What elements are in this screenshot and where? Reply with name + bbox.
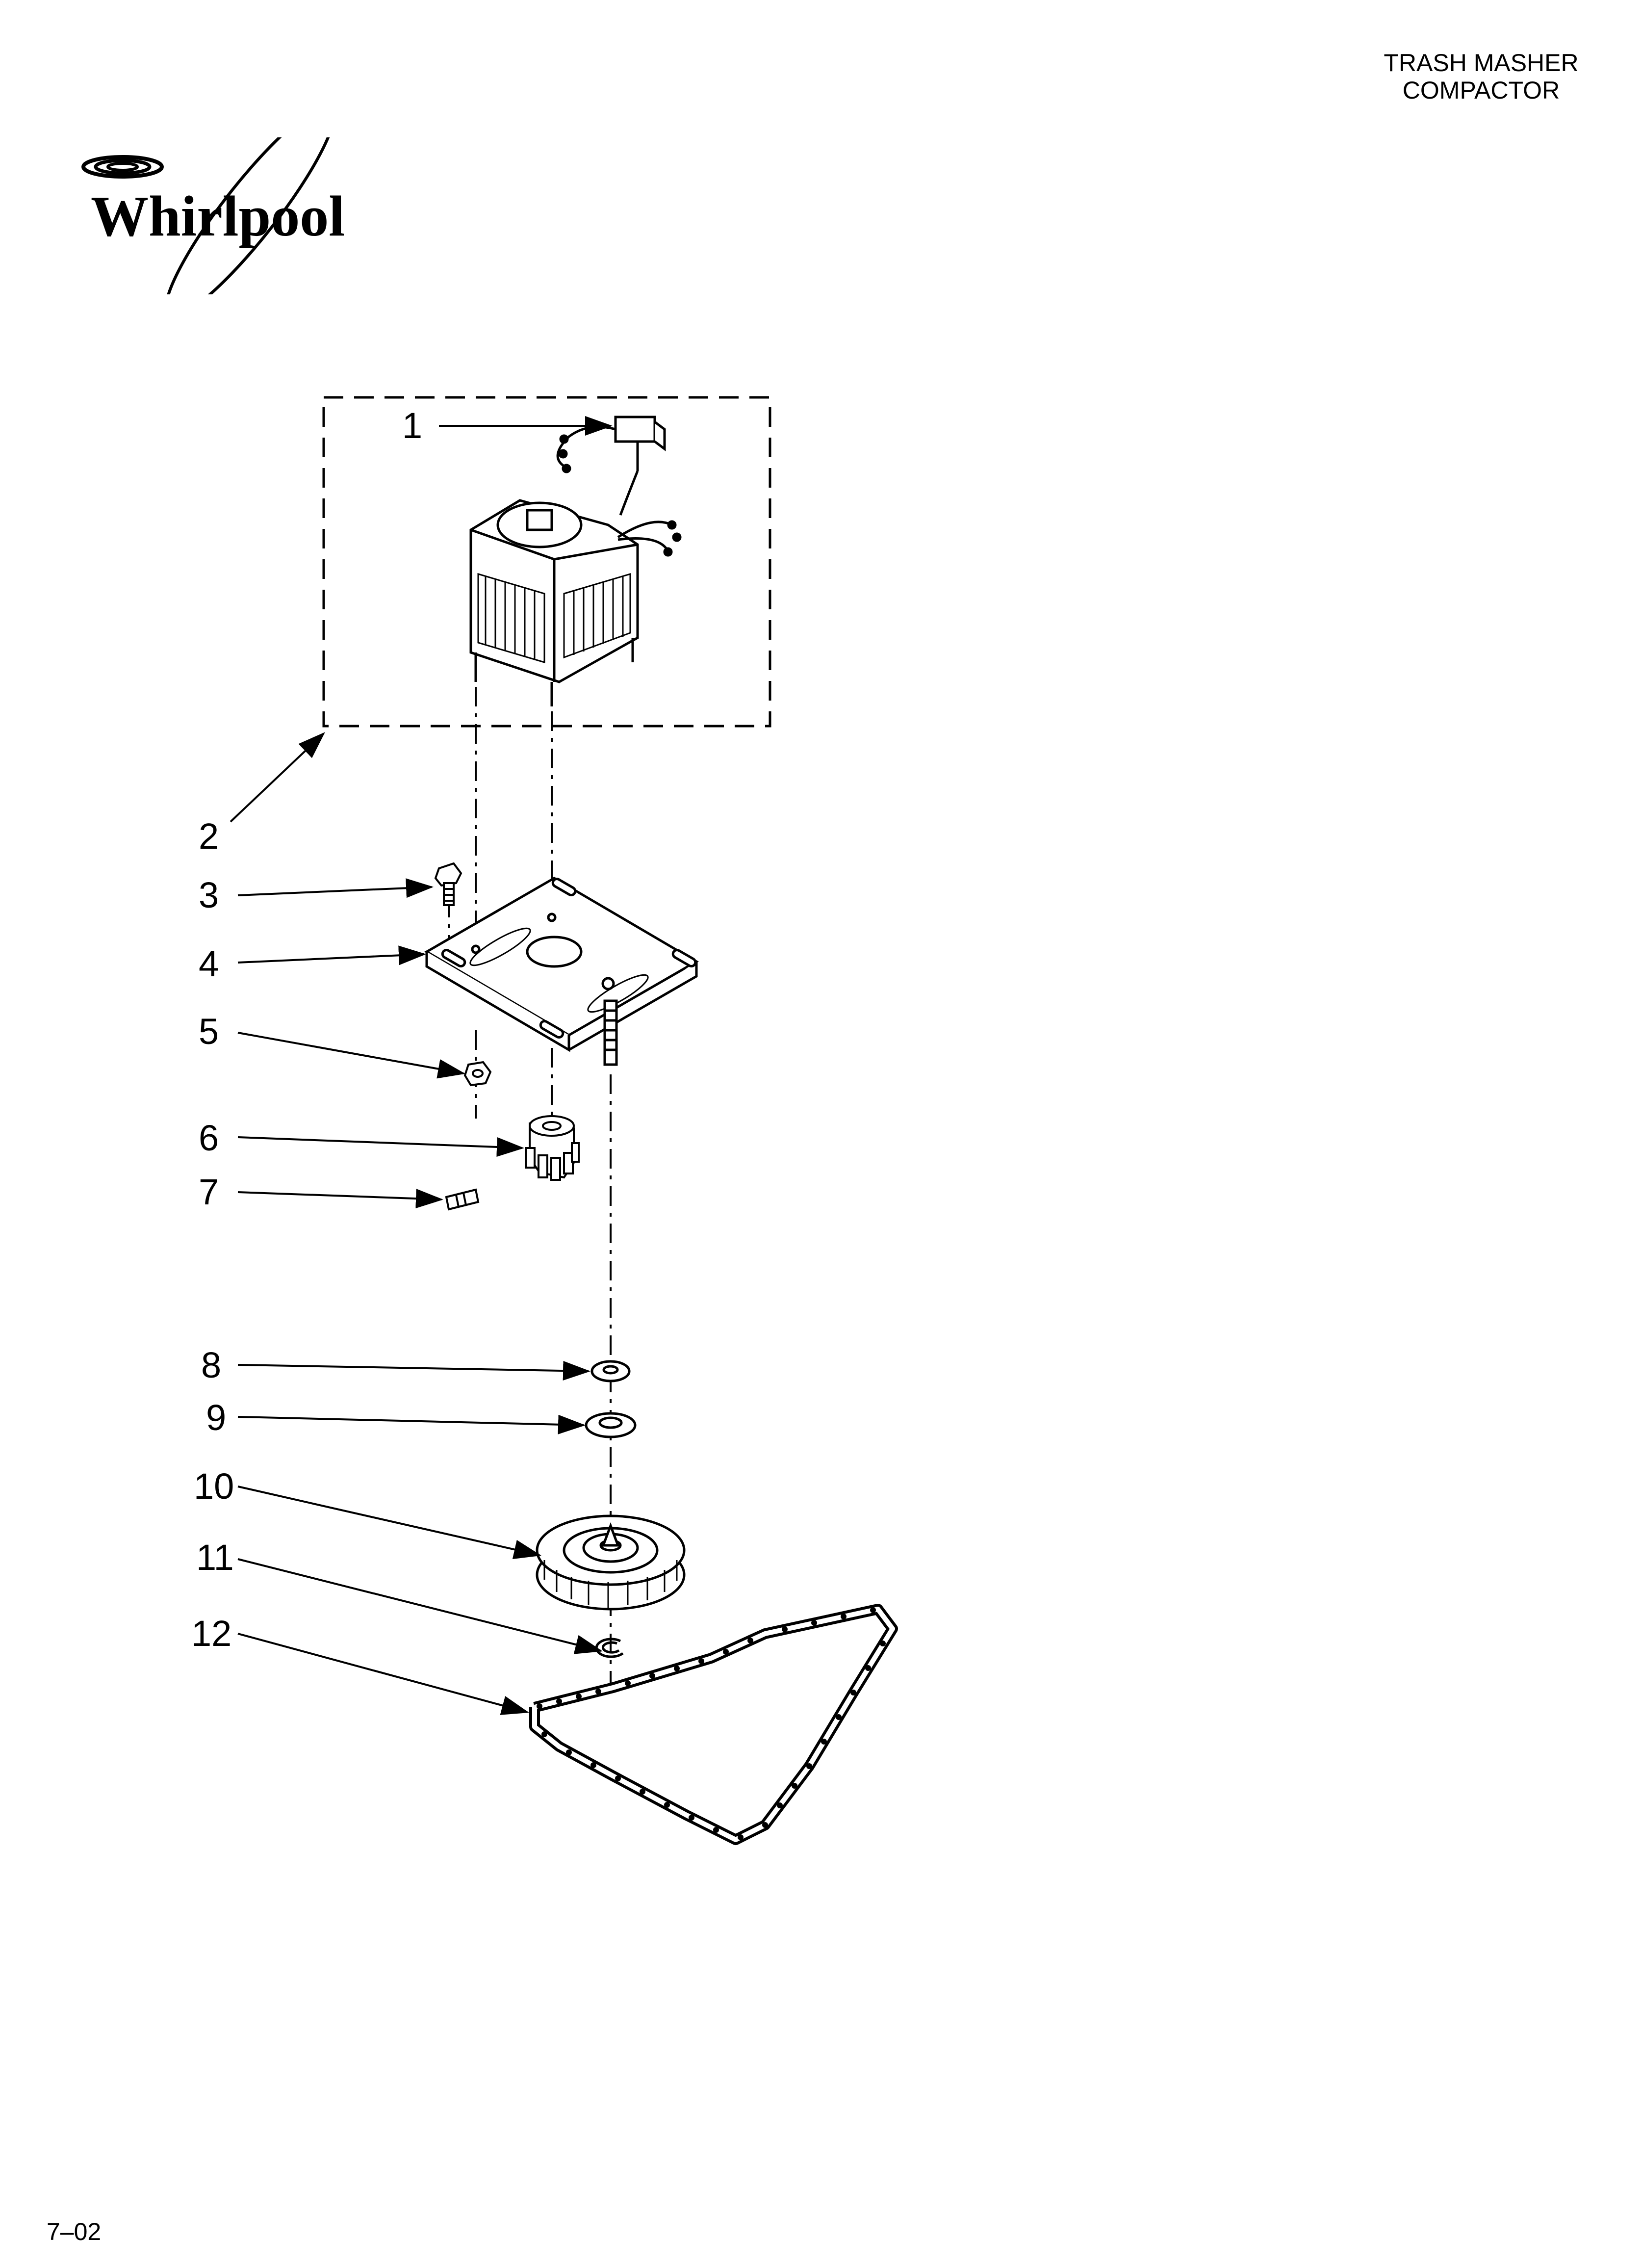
callout-2: 2 — [199, 816, 219, 857]
header-line-1: TRASH MASHER — [1384, 49, 1579, 77]
callout-1: 1 — [402, 405, 422, 446]
logo-wordmark: Whirlpool — [91, 184, 345, 248]
callout-3: 3 — [199, 875, 219, 915]
part-12-roller-chain — [529, 1604, 898, 1845]
callout-7: 7 — [199, 1172, 219, 1212]
callout-numbers: 1 2 3 4 5 6 7 8 9 10 11 12 — [191, 405, 422, 1654]
callout-10: 10 — [194, 1466, 234, 1507]
part-2-motor — [469, 499, 682, 706]
callout-6: 6 — [199, 1118, 219, 1158]
header-title: TRASH MASHER COMPACTOR — [1354, 49, 1609, 104]
callout-8: 8 — [201, 1345, 221, 1385]
part-10-sprocket — [536, 1514, 686, 1611]
part-8-washer — [590, 1360, 631, 1382]
header-line-2: COMPACTOR — [1402, 77, 1560, 104]
callout-4: 4 — [199, 943, 219, 984]
callout-9: 9 — [206, 1397, 226, 1438]
leader-lines — [230, 416, 613, 1715]
motor-assembly-box — [322, 396, 771, 728]
part-5-nut — [463, 1061, 492, 1087]
part-4-mounting-plate — [424, 877, 699, 1066]
part-9-spacer — [585, 1412, 637, 1438]
part-7-set-screw — [445, 1188, 480, 1211]
part-1-switch — [556, 416, 666, 516]
callout-12: 12 — [191, 1613, 231, 1654]
part-6-pinion-gear — [525, 1115, 580, 1181]
callout-11: 11 — [196, 1537, 234, 1578]
callout-5: 5 — [199, 1011, 219, 1052]
part-3-bolt — [434, 862, 462, 906]
page-code: 7–02 — [47, 2218, 102, 2245]
swirl-icon — [81, 155, 164, 179]
